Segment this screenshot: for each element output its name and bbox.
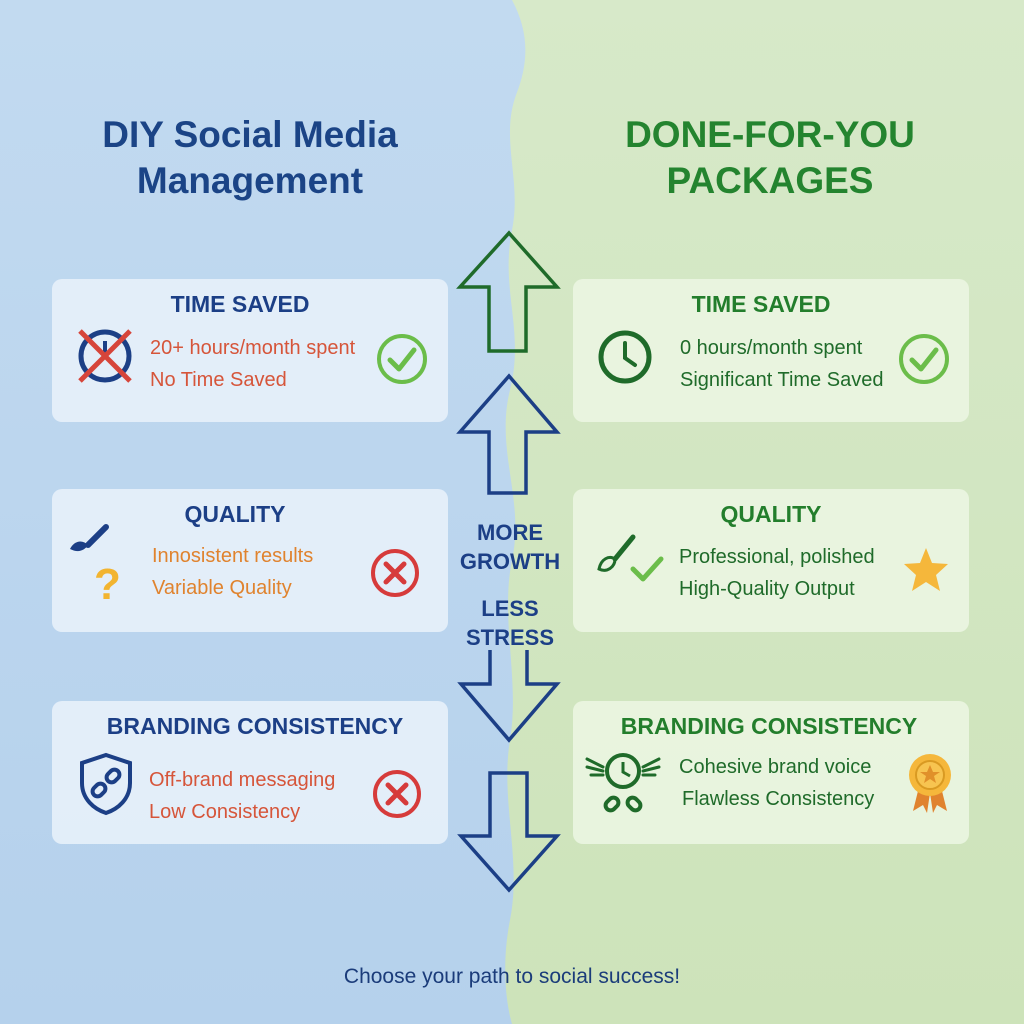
diy-quality-card: QUALITY ? Innosistent results Variable Q… [52,489,448,632]
check-circle-icon [899,334,949,384]
detail-line: 0 hours/month spent [680,337,863,359]
shield-broken-chain-icon [80,752,132,816]
diy-title: DIY Social Media Management [102,114,398,201]
star-icon [904,548,948,591]
detail-line: Low Consistency [149,801,301,823]
detail-line: Professional, polished [679,546,875,568]
card-title: TIME SAVED [691,291,831,317]
detail-line: High-Quality Output [679,578,855,600]
dfy-branding-card: BRANDING CONSISTENCY Cohesive brand voic… [573,701,969,844]
check-circle-icon [377,334,427,384]
card-title: QUALITY [720,501,822,527]
diy-branding-card: BRANDING CONSISTENCY Off-brand messaging… [52,701,448,844]
card-title: BRANDING CONSISTENCY [620,713,918,739]
brush-check-icon [597,534,664,582]
svg-text:?: ? [94,560,121,605]
winged-clock-chain-icon [585,753,661,813]
detail-line: Variable Quality [152,577,292,599]
more-growth-label: MORE GROWTH [459,520,561,574]
detail-line: Significant Time Saved [680,369,884,391]
clock-icon [598,330,652,384]
dfy-time-saved-card: TIME SAVED 0 hours/month spent Significa… [573,279,969,422]
brush-question-icon: ? [70,524,121,605]
detail-line: 20+ hours/month spent [150,337,356,359]
card-title: QUALITY [184,501,286,527]
detail-line: Flawless Consistency [682,788,875,810]
footer-tagline: Choose your path to social success! [343,965,681,988]
detail-line: Innosistent results [152,545,314,567]
detail-line: Off-brand messaging [149,769,336,791]
card-title: BRANDING CONSISTENCY [106,713,404,739]
diy-time-saved-card: TIME SAVED 20+ hours/month spent No Time… [52,279,448,422]
x-circle-icon [371,549,419,597]
award-medal-icon [909,754,951,813]
dfy-quality-card: QUALITY Professional, polished High-Qual… [573,489,969,632]
detail-line: Cohesive brand voice [679,756,872,778]
crossed-clock-icon [78,329,132,383]
x-circle-icon [373,770,421,818]
detail-line: No Time Saved [150,369,287,391]
less-stress-label: LESS STRESS [465,596,555,650]
dfy-title: DONE-FOR-YOU PACKAGES [625,114,915,201]
card-title: TIME SAVED [170,291,310,317]
